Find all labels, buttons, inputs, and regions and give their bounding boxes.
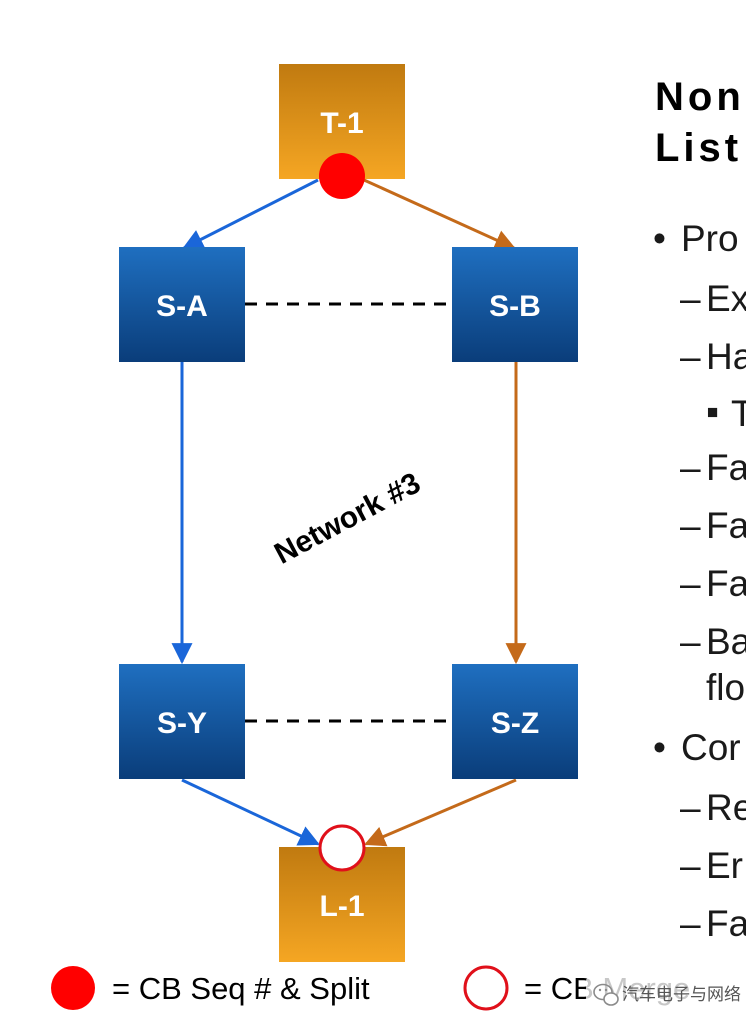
sub-text-8: Er [706,845,743,886]
sub-marker-3: – [680,447,701,488]
sub-text-9: Fa [706,903,746,944]
bullet-marker-2: • [653,727,666,768]
watermark: 汽车电子与网络 [586,977,741,1011]
sub-marker-6: – [680,621,701,662]
sub-text-4: Fa [706,505,746,546]
sub-text-6-cont: flo [706,667,745,708]
path-t1-sa [182,178,319,250]
wechat-logo-icon [593,983,619,1006]
sub-marker-5: – [680,563,701,604]
sub-text-5: Fa [706,563,746,604]
merge-point-icon [318,824,366,872]
sub-marker-4: – [680,505,701,546]
sub-text-7: Re [706,787,746,828]
switch-sa: S-A [119,247,245,362]
legend-merge-icon [463,965,509,1011]
text-panel: Non List • Pro – Ex – Ha ▪ T – Fa – Fa –… [653,75,746,944]
sub-text-3: Fa [706,447,746,488]
panel-title-line-1: Non [655,75,745,119]
switch-sb-label: S-B [489,290,541,323]
switch-sa-label: S-A [156,290,208,323]
path-t1-sb [363,178,516,250]
legend-split-label: = CB Seq # & Split [112,971,370,1006]
bullet-text-1: Pro [681,218,739,259]
sub-marker-8: – [680,845,701,886]
sub-marker-2: – [680,336,701,377]
subsub-text-1: T [731,393,746,434]
split-point-icon [319,153,365,199]
path-sy-l1 [181,778,320,846]
sub-marker-9: – [680,903,701,944]
bullet-text-2: Cor [681,727,741,768]
listener-l1-label: L-1 [320,890,365,923]
bullet-marker-1: • [653,218,666,259]
watermark-text: 汽车电子与网络 [622,985,741,1005]
network-label: Network #3 [269,466,426,570]
sub-text-6: Ba [706,621,746,662]
subsub-marker-1: ▪ [706,391,719,432]
panel-title-line-2: List [655,126,742,170]
switch-sy: S-Y [119,664,245,779]
legend-split-icon [51,966,95,1010]
switch-sz-label: S-Z [491,707,539,740]
switch-sy-label: S-Y [157,707,207,740]
path-sz-l1 [364,778,517,847]
sub-text-2: Ha [706,336,746,377]
sub-marker-1: – [680,278,701,319]
switch-sb: S-B [452,247,578,362]
switch-sz: S-Z [452,664,578,779]
talker-t1-label: T-1 [320,107,363,140]
sub-marker-7: – [680,787,701,828]
sub-text-1: Ex [706,278,746,319]
